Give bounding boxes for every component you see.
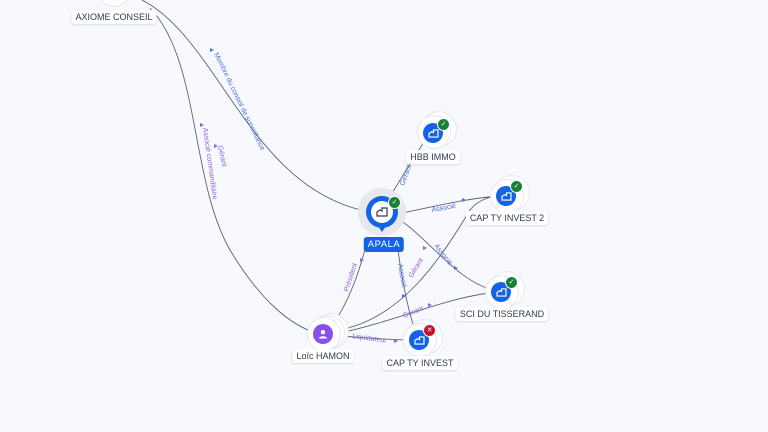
edge-label-associe-capty: Associé [396,263,407,288]
node-label-apala: APALA [363,237,405,252]
person-icon [313,324,333,344]
arrow-marker [200,123,204,127]
edge-label-membre: Membre du conseil de surveillance [212,52,266,152]
closed-status-icon: ✕ [423,324,436,337]
arrow-marker [210,48,214,52]
node-label-sci-du-tisserand: SCI DU TISSERAND [455,307,549,321]
edge-label-associe-capty2: Associé [431,203,456,214]
edge-axiome-apala[interactable] [141,0,371,213]
node-label-axiome-conseil: AXIOME CONSEIL [71,10,157,24]
edge-label-associe-commanditaire: Associé commanditaire [201,127,218,200]
active-status-icon: ✓ [388,196,401,209]
arrow-marker [402,294,406,298]
node-label-cap-ty-invest: CAP TY INVEST [382,356,458,370]
edge-label-gerant-tisserand: Gérant [402,305,425,320]
node-label-loic-hamon: Loïc HAMON [292,349,354,363]
node-label-hbb-immo: HBB IMMO [406,150,460,164]
edge-label-gerant-axiome: Gérant [216,145,227,167]
arrow-marker [428,303,432,307]
node-label-cap-ty-invest-2: CAP TY INVEST 2 [465,211,549,225]
building-icon [371,201,393,223]
edge-axiome-loic-associe[interactable] [149,7,317,334]
edge-label-gerant-capty2: Gérant [408,257,425,279]
edge-label-liquidateur: Liquidateur [352,333,388,345]
edge-loic-capty2[interactable] [337,195,501,331]
active-status-icon: ✓ [437,118,450,131]
edge-apala-tisserand[interactable] [399,219,499,292]
arrow-marker [360,258,364,262]
active-status-icon: ✓ [505,276,518,289]
active-status-icon: ✓ [510,180,523,193]
arrow-marker [462,198,466,202]
edge-loic-tisserand[interactable] [339,291,499,334]
edge-label-associe-tisserand: Associé [432,243,453,267]
arrow-marker [214,144,218,148]
arrow-marker [394,339,398,343]
arrow-marker [423,246,427,250]
edge-label-president: Président [343,262,359,292]
edge-label-gerant-hbb: Gérant [399,164,413,187]
arrow-marker [454,266,458,270]
